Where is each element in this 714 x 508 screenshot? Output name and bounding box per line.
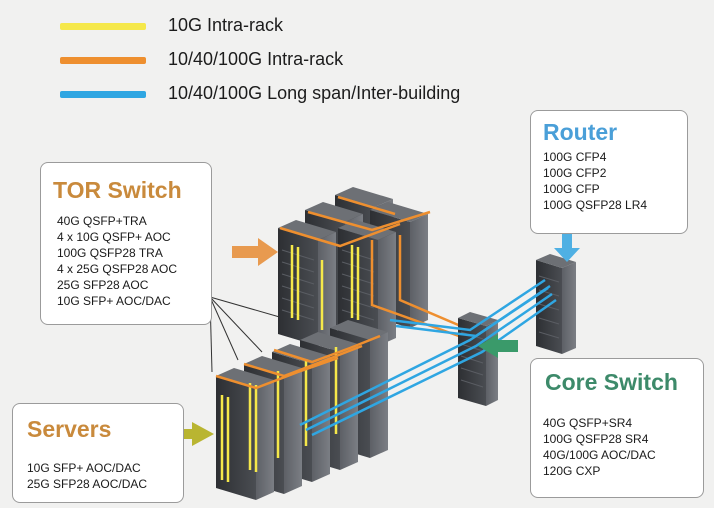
servers-callout: Servers 10G SFP+ AOC/DAC 25G SFP28 AOC/D…: [12, 403, 184, 503]
servers-module-list: 10G SFP+ AOC/DAC 25G SFP28 AOC/DAC: [27, 460, 147, 492]
legend-item-intra-rack: 10/40/100G Intra-rack: [40, 46, 520, 74]
list-item: 40G QSFP+TRA: [57, 214, 147, 228]
list-item: 10G SFP+ AOC/DAC: [27, 461, 141, 475]
long-span-cables: [299, 278, 557, 437]
legend-item-long-span: 10/40/100G Long span/Inter-building: [40, 80, 520, 108]
router-module-list: 100G CFP4 100G CFP2 100G CFP 100G QSFP28…: [543, 149, 647, 213]
list-item: 100G QSFP28 SR4: [543, 432, 649, 446]
tor-switch-callout: TOR Switch 40G QSFP+TRA 4 x 10G QSFP+ AO…: [40, 162, 212, 325]
tor-switch-title: TOR Switch: [53, 177, 182, 203]
list-item: 40G/100G AOC/DAC: [543, 448, 656, 462]
list-item: 25G SFP28 AOC/DAC: [27, 477, 148, 491]
list-item: 25G SFP28 AOC: [57, 278, 149, 292]
rack: [216, 368, 274, 500]
legend-label: 10/40/100G Intra-rack: [168, 49, 344, 69]
server-rack-row: [215, 320, 388, 500]
legend-label: 10/40/100G Long span/Inter-building: [168, 83, 461, 103]
legend-label: 10G Intra-rack: [168, 15, 284, 35]
legend-swatch-orange: [60, 57, 146, 64]
legend-swatch-yellow: [60, 23, 146, 30]
router-callout: Router 100G CFP4 100G CFP2 100G CFP 100G…: [530, 110, 688, 234]
list-item: 4 x 25G QSFP28 AOC: [57, 262, 178, 276]
core-switch-module-list: 40G QSFP+SR4 100G QSFP28 SR4 40G/100G AO…: [543, 415, 656, 479]
servers-title: Servers: [27, 416, 112, 442]
arrow-tor: [232, 238, 278, 266]
list-item: 40G QSFP+SR4: [543, 416, 633, 430]
core-switch-callout: Core Switch 40G QSFP+SR4 100G QSFP28 SR4…: [530, 358, 704, 498]
router-rack: [536, 254, 576, 354]
list-item: 100G QSFP28 TRA: [57, 246, 163, 260]
list-item: 100G CFP2: [543, 166, 607, 180]
core-switch-title: Core Switch: [545, 369, 678, 395]
list-item: 120G CXP: [543, 464, 601, 478]
list-item: 100G QSFP28 LR4: [543, 198, 648, 212]
list-item: 4 x 10G QSFP+ AOC: [57, 230, 171, 244]
legend-item-10g-intra-rack: 10G Intra-rack: [40, 12, 520, 40]
arrow-servers: [166, 422, 214, 446]
router-title: Router: [543, 119, 618, 145]
tor-rack-row: [278, 187, 471, 346]
legend-swatch-blue: [60, 91, 146, 98]
arrow-router: [554, 224, 580, 262]
arrow-core-switch: [478, 334, 518, 358]
list-item: 100G CFP: [543, 182, 600, 196]
list-item: 10G SFP+ AOC/DAC: [57, 294, 171, 308]
tor-switch-module-list: 40G QSFP+TRA 4 x 10G QSFP+ AOC 100G QSFP…: [57, 213, 177, 309]
rack: [278, 220, 336, 346]
list-item: 100G CFP4: [543, 150, 607, 164]
legend: 10G Intra-rack 10/40/100G Intra-rack 10/…: [40, 12, 520, 112]
